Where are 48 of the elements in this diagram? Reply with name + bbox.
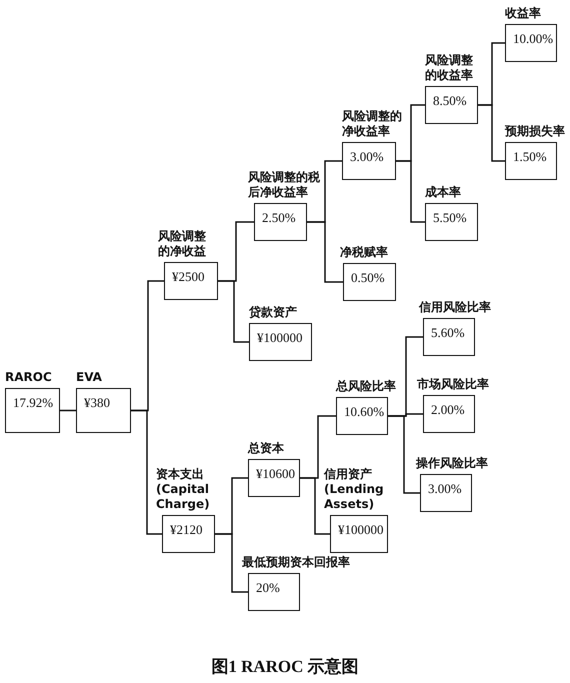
value-box: 2.50%: [254, 203, 307, 241]
value-box: 8.50%: [425, 86, 478, 124]
value-box: 3.00%: [420, 474, 472, 512]
node-heading: 风险调整的税后净收益率: [248, 170, 321, 200]
node-heading: 总资本: [248, 441, 285, 456]
node-heading: 贷款资产: [249, 305, 298, 320]
node-heading: EVA: [76, 370, 103, 385]
value-box: ¥2120: [162, 515, 215, 553]
value-box: ¥10600: [248, 459, 300, 497]
node-heading: 风险调整的净收益率: [342, 109, 403, 139]
value-box: ¥380: [76, 388, 131, 433]
node-heading: 总风险比率: [336, 379, 397, 394]
node-heading: 信用风险比率: [419, 300, 492, 315]
connector-line: [388, 415, 420, 494]
node-heading: RAROC: [5, 370, 53, 385]
connector-line: [396, 160, 425, 223]
connector-line: [478, 104, 505, 162]
node-heading: 资本支出 (Capital Charge): [156, 467, 211, 512]
value-box: 1.50%: [505, 142, 557, 180]
connector-line: [300, 477, 330, 535]
value-box: 10.60%: [336, 397, 388, 435]
node-heading: 成本率: [425, 185, 462, 200]
node-heading: 操作风险比率: [416, 456, 489, 471]
node-heading: 信用资产 (Lending Assets): [324, 467, 385, 512]
value-box: 10.00%: [505, 24, 557, 62]
connector-line: [215, 533, 248, 593]
value-box: 17.92%: [5, 388, 60, 433]
node-heading: 风险调整的净收益: [158, 229, 207, 259]
figure-caption: 图1 RAROC 示意图: [211, 657, 359, 676]
node-heading: 市场风险比率: [417, 377, 490, 392]
value-box: ¥2500: [164, 262, 218, 300]
value-box: ¥100000: [330, 515, 388, 553]
value-box: 2.00%: [423, 395, 475, 433]
connector-line: [60, 410, 76, 412]
node-heading: 预期损失率: [505, 124, 566, 139]
node-heading: 风险调整的收益率: [425, 53, 474, 83]
node-heading: 净税赋率: [340, 245, 389, 260]
value-box: 0.50%: [343, 263, 396, 301]
value-box: 5.60%: [423, 318, 475, 356]
value-box: 5.50%: [425, 203, 478, 241]
node-heading: 最低预期资本回报率: [242, 555, 351, 570]
node-heading: 收益率: [505, 6, 542, 21]
value-box: ¥100000: [249, 323, 312, 361]
value-box: 20%: [248, 573, 300, 611]
connector-line: [218, 280, 249, 343]
value-box: 3.00%: [342, 142, 396, 180]
connector-line: [307, 221, 343, 283]
connector-line: [131, 410, 162, 535]
